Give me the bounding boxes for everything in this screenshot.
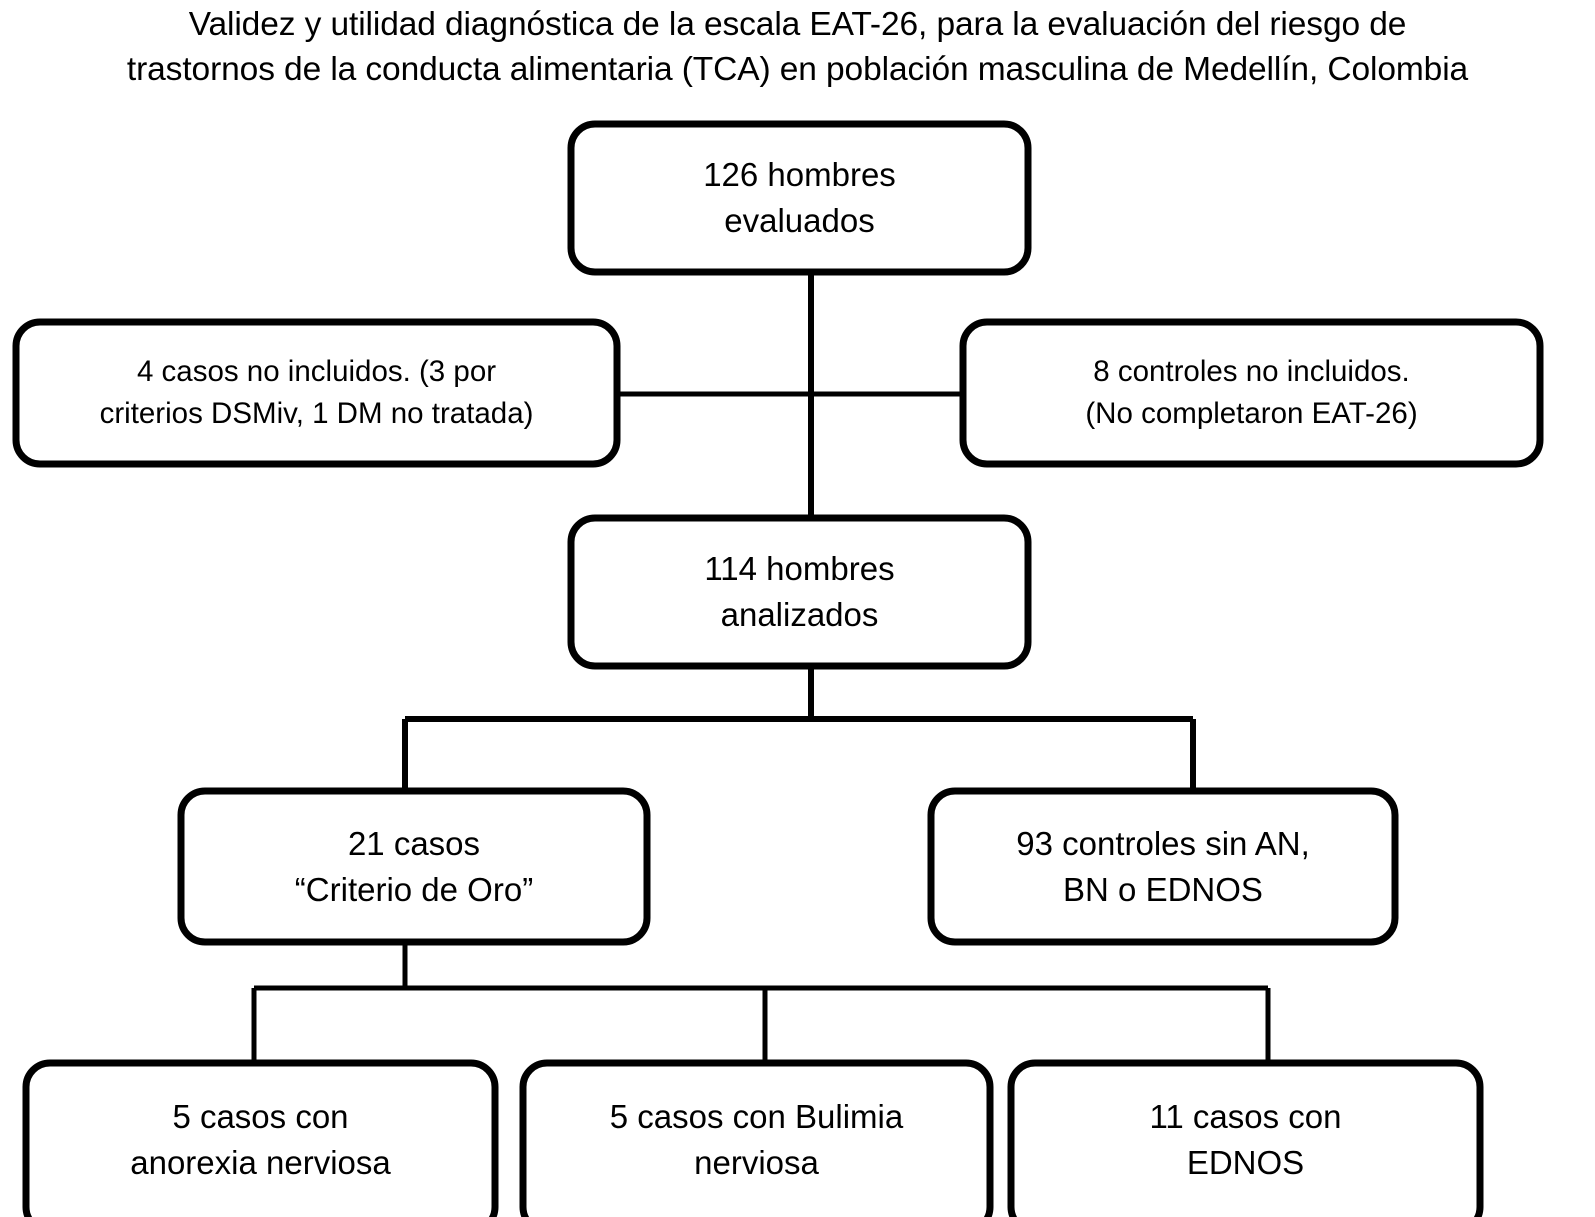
node-box-cases-gold-standard[interactable] xyxy=(177,787,651,946)
page-title: Validez y utilidad diagnóstica de la esc… xyxy=(0,2,1595,92)
node-box-bulimia[interactable] xyxy=(519,1059,994,1217)
page-title-line-1: Validez y utilidad diagnóstica de la esc… xyxy=(188,6,1407,43)
page-title-line-2: trastornos de la conducta alimentaria (T… xyxy=(126,51,1469,88)
node-box-anorexia[interactable] xyxy=(22,1059,499,1217)
node-box-ednos[interactable] xyxy=(1007,1059,1484,1217)
node-box-controls[interactable] xyxy=(927,787,1399,946)
node-box-layer xyxy=(12,120,1544,1217)
node-box-analyzed[interactable] xyxy=(567,514,1032,670)
connector-layer xyxy=(251,272,1271,1063)
node-box-excluded-cases[interactable] xyxy=(12,318,621,468)
node-box-excluded-controls[interactable] xyxy=(959,318,1544,468)
node-box-evaluated[interactable] xyxy=(567,120,1032,276)
